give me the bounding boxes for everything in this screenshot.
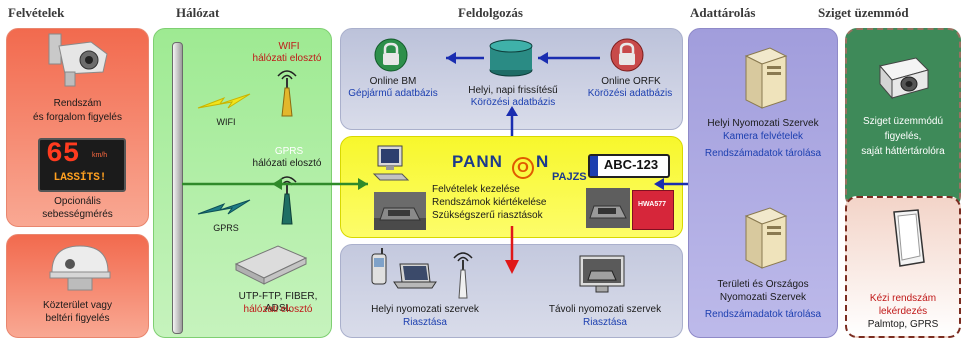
speed-value: 65 bbox=[46, 139, 80, 170]
server-tower-icon-bottom bbox=[744, 207, 788, 269]
server-tower-icon-top bbox=[744, 47, 788, 109]
speed-label-1: Opcionális bbox=[54, 196, 101, 207]
island-camera-3: saját háttértárolóra bbox=[861, 146, 945, 157]
process-line-3: Szükségszerű riasztások bbox=[432, 210, 543, 221]
camera1-label-1: Rendszám bbox=[53, 98, 102, 109]
plate-eu-strip bbox=[590, 156, 598, 176]
license-plate bbox=[588, 154, 670, 178]
brand-o: O bbox=[512, 157, 534, 179]
speed-unit: km/h bbox=[92, 152, 108, 159]
wifi-bolt-icon bbox=[197, 93, 251, 109]
wired-title: UTP-FTP, FIBER, ADSL bbox=[238, 291, 318, 314]
header-felvetelek: Felvételek bbox=[8, 5, 65, 20]
monitor-car-icon bbox=[579, 255, 625, 293]
orfk-label-1: Online ORFK bbox=[601, 76, 661, 87]
storage-national-1: Területi és Országos bbox=[717, 279, 809, 290]
speed-label-2: sebességmérés bbox=[42, 209, 113, 220]
header-feldolgozas: Feldolgozás bbox=[458, 5, 523, 20]
car-photo-right bbox=[586, 188, 630, 228]
local-alert-label-1: Helyi nyomozati szervek bbox=[371, 304, 479, 315]
plate-crop bbox=[632, 190, 674, 230]
wifi-title: WIFI bbox=[278, 41, 300, 52]
gprs-bolt-icon bbox=[197, 199, 251, 215]
plate-number: ABC-123 bbox=[603, 157, 659, 172]
island-panel-bottom bbox=[845, 196, 961, 338]
island-panel-top bbox=[845, 28, 961, 208]
car-photo-left bbox=[374, 192, 426, 230]
gprs-link-label: GPRS bbox=[213, 223, 239, 233]
network-switch-icon bbox=[234, 245, 308, 285]
storage-local-3: Rendszámadatok tárolása bbox=[704, 148, 822, 159]
remote-alert-label-1: Távoli nyomozati szervek bbox=[548, 304, 662, 315]
wifi-link-label: WIFI bbox=[216, 117, 236, 127]
camera1-label-2: és forgalom figyelés bbox=[33, 112, 122, 123]
speed-display bbox=[38, 138, 126, 192]
local-db-label-1: Helyi, napi frissítésű bbox=[468, 85, 558, 96]
laptop-icon bbox=[393, 263, 437, 289]
local-database-icon bbox=[489, 39, 533, 77]
island-manual-2: lekérdezés bbox=[878, 306, 928, 317]
wired-sub: hálózati elosztó bbox=[243, 304, 313, 315]
network-backbone bbox=[172, 42, 183, 334]
island-manual-3: Palmtop, GPRS bbox=[867, 319, 939, 330]
island-camera-1: Sziget üzemmódú bbox=[862, 116, 944, 127]
brand-pajzs: PAJZS bbox=[552, 171, 587, 183]
header-adattarolas: Adattárolás bbox=[690, 5, 756, 20]
island-camera-2: figyelés, bbox=[884, 131, 922, 142]
remote-alert-label-2: Riasztása bbox=[583, 317, 627, 328]
dome-label-1: Közterület vagy bbox=[43, 300, 112, 311]
header-halozat: Hálózat bbox=[176, 5, 220, 20]
phone-icon bbox=[371, 248, 387, 285]
dome-camera-icon bbox=[49, 245, 111, 291]
speed-warning: LASSÍTS! bbox=[53, 172, 107, 184]
orfk-database-lock-icon bbox=[610, 38, 644, 72]
gprs-title: GPRS bbox=[274, 146, 304, 157]
process-line-1: Felvételek kezelése bbox=[432, 184, 520, 195]
dome-label-2: beltéri figyelés bbox=[45, 313, 110, 324]
local-alert-label-2: Riasztása bbox=[403, 317, 447, 328]
bm-database-lock-icon bbox=[374, 38, 408, 72]
brand-pann: PANN bbox=[452, 152, 503, 171]
palmtop-icon bbox=[893, 209, 925, 267]
plate-crop-text: HWA577 bbox=[637, 201, 666, 208]
bm-label-2: Gépjármű adatbázis bbox=[348, 88, 438, 99]
computer-icon bbox=[372, 145, 410, 181]
storage-national-2: Nyomozati Szervek bbox=[719, 292, 807, 303]
wifi-antenna-icon bbox=[277, 70, 297, 117]
alert-antenna-icon bbox=[453, 252, 473, 299]
wifi-sub: hálózati elosztó bbox=[252, 53, 322, 64]
header-sziget: Sziget üzemmód bbox=[818, 5, 909, 20]
island-manual-1: Kézi rendszám bbox=[869, 293, 937, 304]
island-camera-icon bbox=[879, 57, 929, 100]
brand-n: N bbox=[536, 152, 549, 171]
traffic-camera-icon bbox=[48, 33, 108, 87]
orfk-label-2: Körözési adatbázis bbox=[587, 88, 673, 99]
storage-local-2: Kamera felvételek bbox=[722, 131, 804, 142]
storage-national-3: Rendszámadatok tárolása bbox=[704, 309, 822, 320]
storage-local-1: Helyi Nyomozati Szervek bbox=[707, 118, 819, 129]
process-line-2: Rendszámok kiértékelése bbox=[432, 197, 547, 208]
gprs-sub: hálózati elosztó bbox=[252, 158, 322, 169]
bm-label-1: Online BM bbox=[369, 76, 417, 87]
local-db-label-2: Körözési adatbázis bbox=[470, 97, 556, 108]
